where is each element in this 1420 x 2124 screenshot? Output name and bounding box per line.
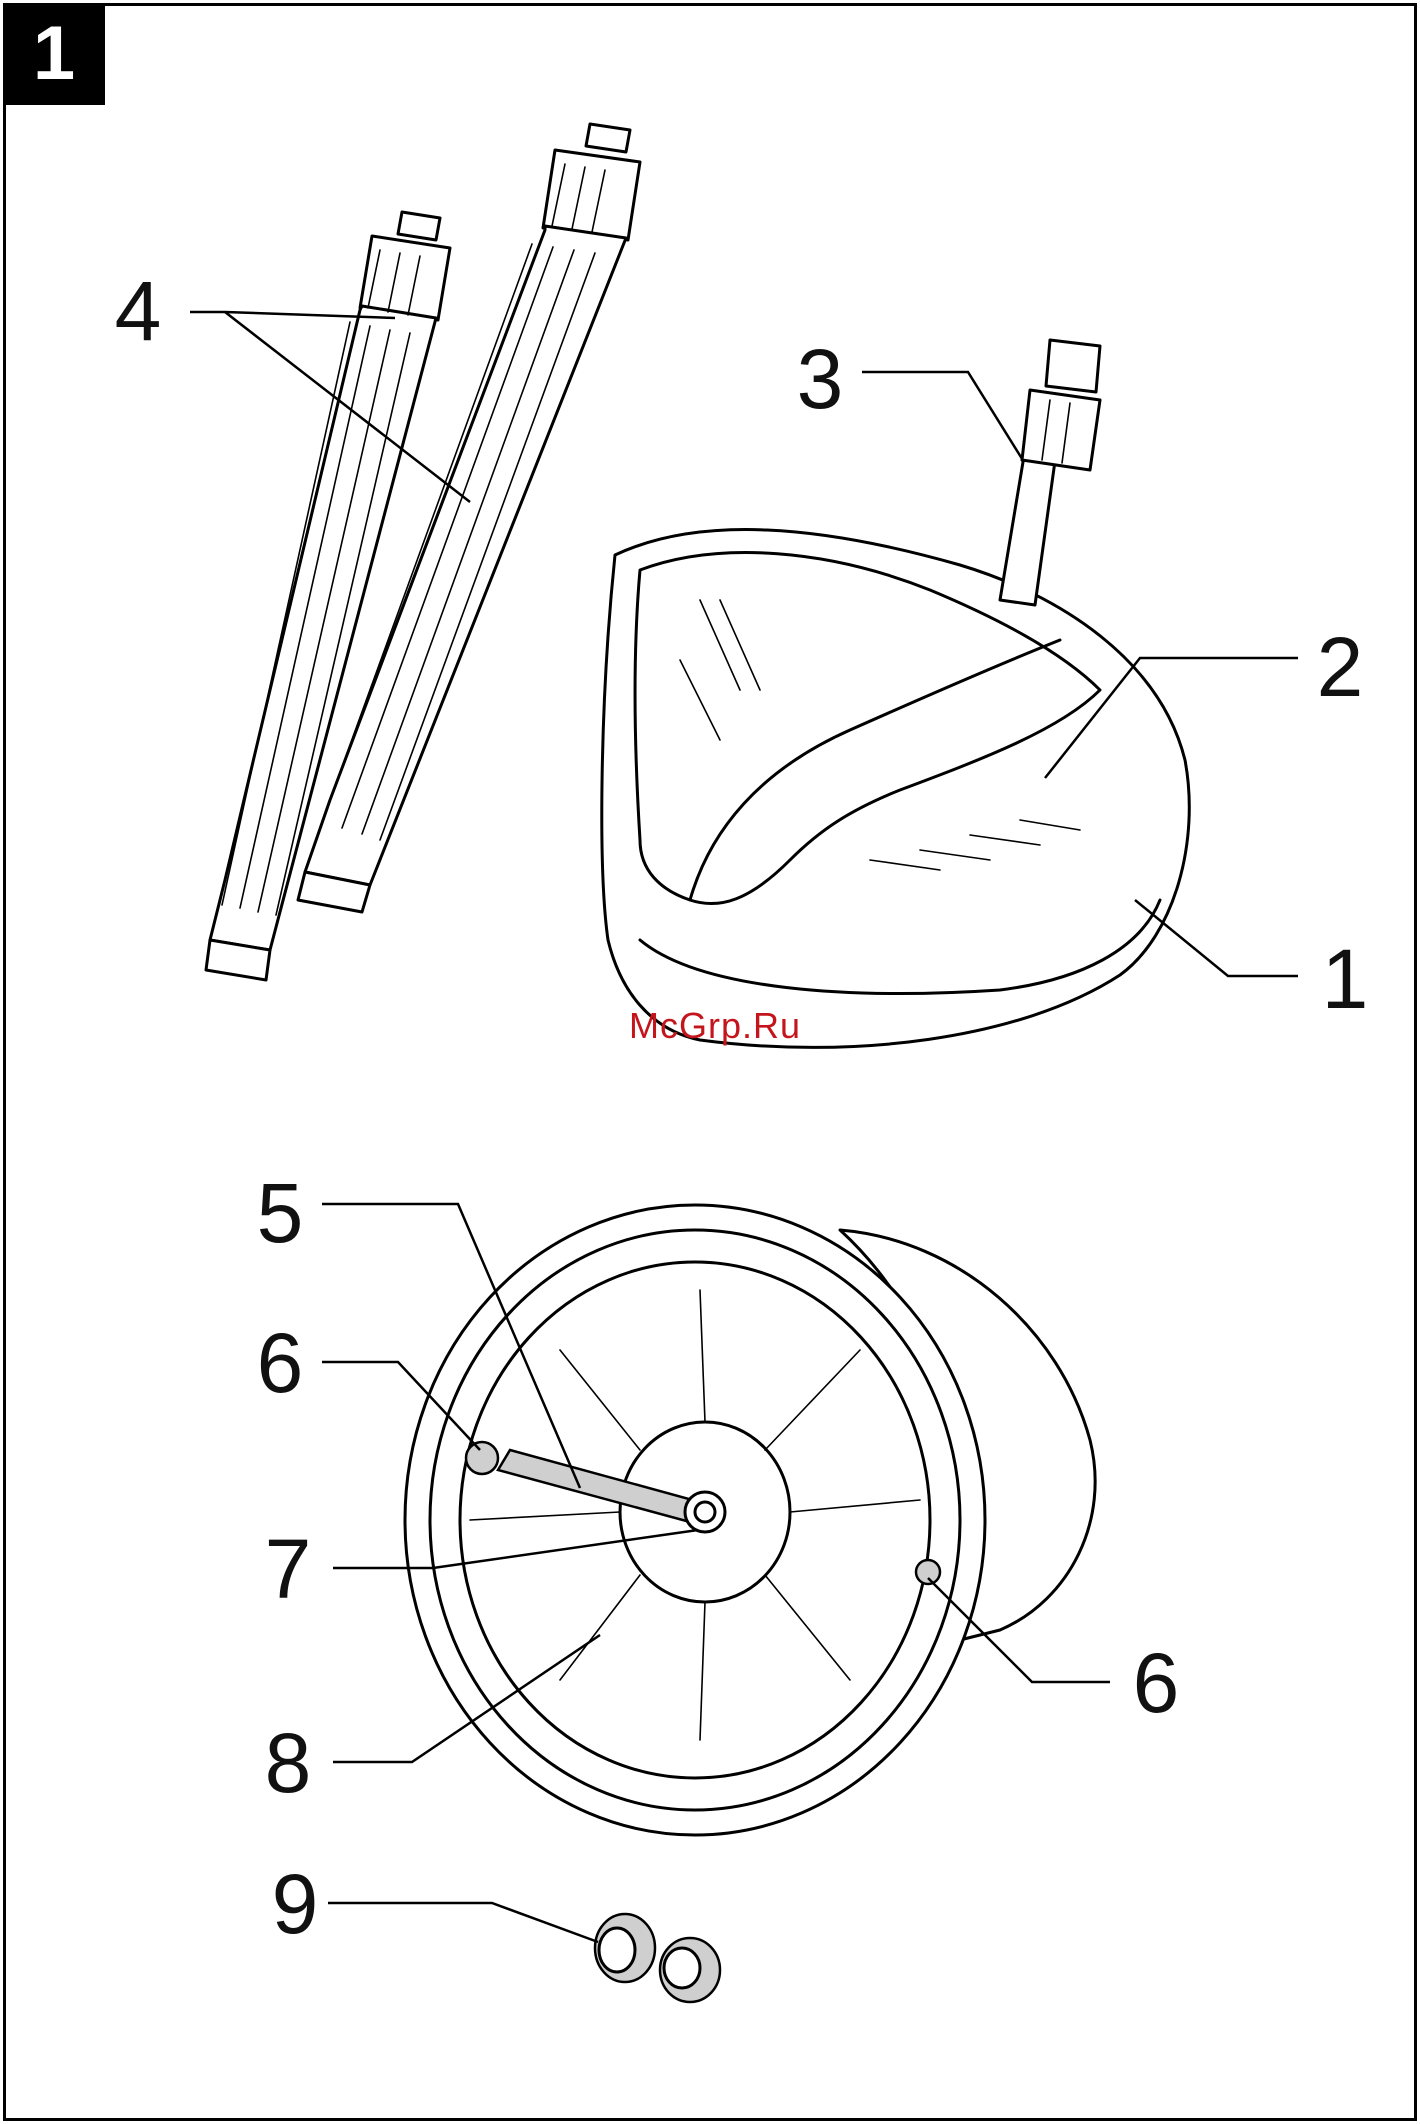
callout-1: 1 [1322,932,1369,1026]
callout-3: 3 [797,332,844,426]
callout-5: 5 [257,1166,304,1260]
callout-4: 4 [115,264,162,358]
watermark-text: McGrp.Ru [629,1005,801,1046]
callout-6-right: 6 [1133,1636,1180,1730]
surface-cleaner-assembled [602,340,1189,1047]
callout-2: 2 [1317,620,1364,714]
surface-cleaner-underside [405,1205,1095,1835]
callout-9: 9 [272,1857,319,1951]
callout-7: 7 [265,1522,312,1616]
callout-8: 8 [265,1716,312,1810]
nozzles [595,1914,720,2002]
callout-6-left: 6 [257,1316,304,1410]
